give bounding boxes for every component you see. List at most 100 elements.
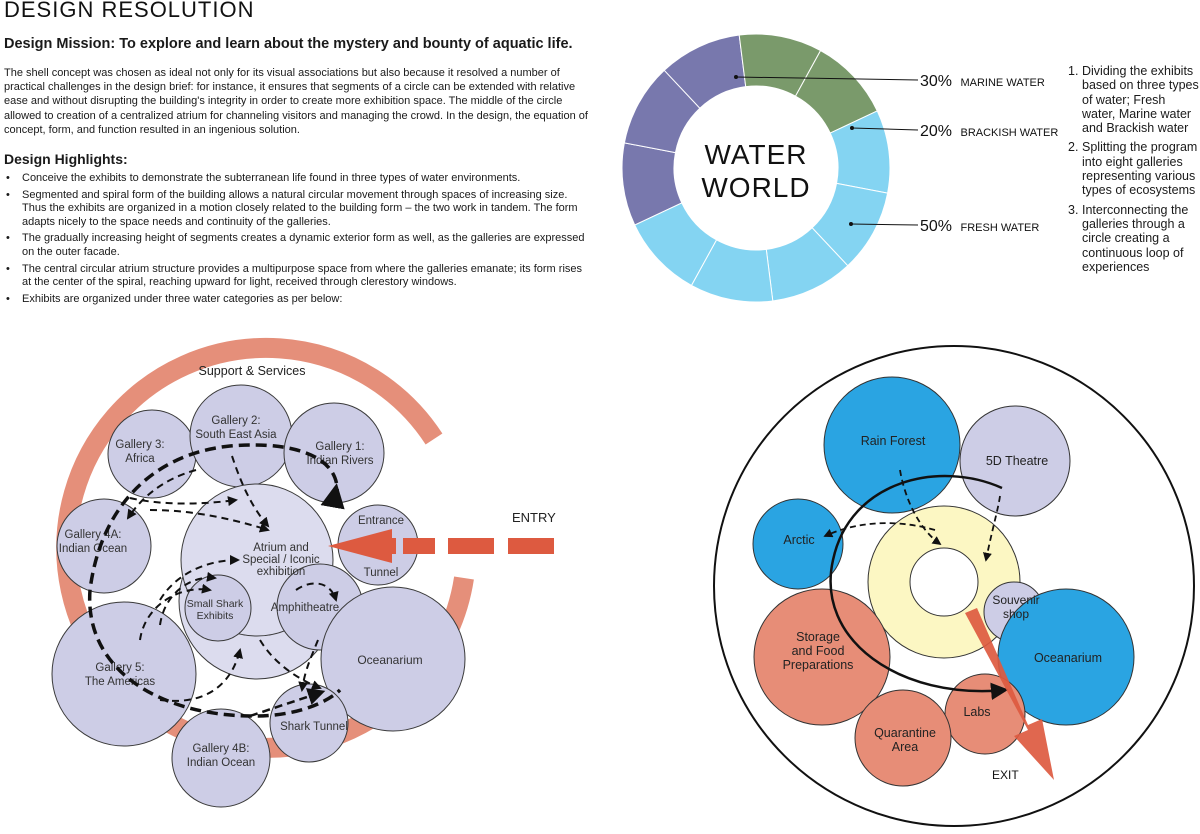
bubble-storage	[753, 588, 891, 726]
connector-arrow	[159, 648, 243, 702]
highlight-item: Segmented and spiral form of the buildin…	[4, 189, 594, 230]
fresh-label: 50% FRESH WATER	[920, 218, 1039, 235]
fresh-leader-line	[850, 223, 919, 226]
label-gallery-2: Gallery 2:South East Asia	[195, 415, 277, 441]
step-number: 2.	[1068, 140, 1079, 155]
design-mission: Design Mission: To explore and learn abo…	[4, 36, 573, 52]
highlights-list: Conceive the exhibits to demonstrate the…	[4, 172, 594, 309]
step-item: 3.Interconnecting the galleries through …	[1064, 203, 1200, 274]
right-connector-arrows	[823, 469, 1001, 562]
entry-arrow	[328, 529, 554, 563]
label-entrance: Entrance	[358, 515, 404, 527]
label-5d-theatre: 5D Theatre	[986, 454, 1048, 468]
step-number: 3.	[1068, 202, 1079, 217]
connector-arrow	[295, 582, 339, 602]
donut-segments	[621, 33, 891, 303]
connector-arrow	[259, 639, 322, 690]
brackish-leader-line	[851, 127, 919, 131]
connector-arrow	[823, 522, 936, 538]
marine-pct: 30%	[920, 73, 952, 90]
label-arctic: Arctic	[783, 533, 814, 547]
entry-label: ENTRY	[512, 510, 556, 525]
brackish-pct: 20%	[920, 123, 952, 140]
step-item: 2.Splitting the program into eight galle…	[1064, 140, 1200, 197]
entry-arrow-dash	[403, 538, 435, 554]
intro-paragraph: The shell concept was chosen as ideal no…	[4, 67, 588, 136]
circulation-loop-path	[829, 474, 1009, 701]
connector-arrow	[129, 496, 238, 507]
exit-label: EXIT	[992, 768, 1019, 782]
bubble-rain-forest	[823, 376, 961, 514]
brackish-label: 20% BRACKISH WATER	[920, 123, 1058, 140]
entry-arrow-dash	[508, 538, 554, 554]
fresh-name: FRESH WATER	[960, 222, 1039, 234]
label-amphitheatre: Amphitheatre	[271, 602, 339, 614]
highlight-item: The gradually increasing height of segme…	[4, 232, 594, 259]
bubble-quarantine	[854, 689, 952, 787]
fresh-leader-dot	[849, 222, 853, 226]
label-oceanarium-right: Oceanarium	[1034, 651, 1102, 665]
atrium-core	[909, 547, 979, 617]
marine-label: 30% MARINE WATER	[920, 73, 1045, 90]
donut-center-line1: WATER	[705, 139, 808, 170]
connector-arrow	[149, 509, 270, 533]
connector-arrow	[298, 639, 319, 692]
fresh-pct: 50%	[920, 218, 952, 235]
label-shark-tunnel: Shark Tunnel	[280, 721, 348, 733]
donut-segment-fresh	[634, 202, 718, 287]
support-services-label: Support & Services	[199, 364, 306, 378]
connector-arrow	[982, 495, 1001, 562]
gallery-bubble-diagram: Support & Services Gallery 3:Africa Gall…	[51, 337, 556, 808]
marine-name: MARINE WATER	[960, 77, 1044, 89]
bubble-oceanarium-left	[320, 586, 466, 732]
page-title: DESIGN RESOLUTION	[4, 0, 255, 22]
bubble-gallery-4b	[171, 708, 271, 808]
steps-list: 1.Dividing the exhibits based on three t…	[1064, 64, 1200, 279]
connector-arrow	[159, 571, 217, 626]
highlight-item: Conceive the exhibits to demonstrate the…	[4, 172, 594, 186]
brackish-name: BRACKISH WATER	[960, 127, 1058, 139]
label-oceanarium-left: Oceanarium	[357, 653, 422, 667]
step-item: 1.Dividing the exhibits based on three t…	[1064, 64, 1200, 135]
circulation-spiral-path	[88, 443, 342, 718]
connector-arrow	[139, 583, 212, 641]
exit-arrow	[965, 608, 1054, 780]
bubble-gallery-1	[283, 402, 385, 504]
entry-arrow-dash	[390, 538, 396, 554]
spiral-arrow-head	[320, 483, 345, 510]
atrium-ring	[868, 506, 1020, 658]
highlight-item: The central circular atrium structure pr…	[4, 263, 594, 290]
step-text: Splitting the program into eight galleri…	[1082, 140, 1198, 198]
highlights-title: Design Highlights:	[4, 151, 128, 167]
donut-center-line2: WORLD	[701, 172, 810, 203]
bubble-gallery-4a	[56, 498, 152, 594]
connector-arrows	[126, 455, 339, 702]
step-text: Dividing the exhibits based on three typ…	[1082, 64, 1199, 136]
label-tunnel: Tunnel	[364, 567, 399, 579]
label-gallery-3: Gallery 3:Africa	[115, 439, 164, 465]
label-rain-forest: Rain Forest	[861, 434, 926, 448]
connector-arrow	[899, 469, 942, 546]
bubble-arctic	[752, 498, 844, 590]
entry-arrow-dash	[448, 538, 494, 554]
water-world-donut: WATER WORLD 30% MARINE WATER 20% BRACKIS…	[621, 33, 1058, 303]
bubble-5d-theatre	[959, 405, 1071, 517]
atrium-ring-outer	[867, 505, 1021, 659]
highlight-item: Exhibits are organized under three water…	[4, 293, 594, 307]
marine-leader-line	[735, 76, 919, 81]
label-gallery-4b: Gallery 4B:Indian Ocean	[187, 743, 255, 769]
connector-arrow	[126, 469, 197, 520]
label-labs: Labs	[963, 705, 990, 719]
step-text: Interconnecting the galleries through a …	[1082, 202, 1189, 274]
step-number: 1.	[1068, 64, 1079, 78]
marine-leader-dot	[734, 75, 738, 79]
entry-arrow-head	[328, 529, 392, 563]
brackish-leader-dot	[850, 126, 854, 130]
